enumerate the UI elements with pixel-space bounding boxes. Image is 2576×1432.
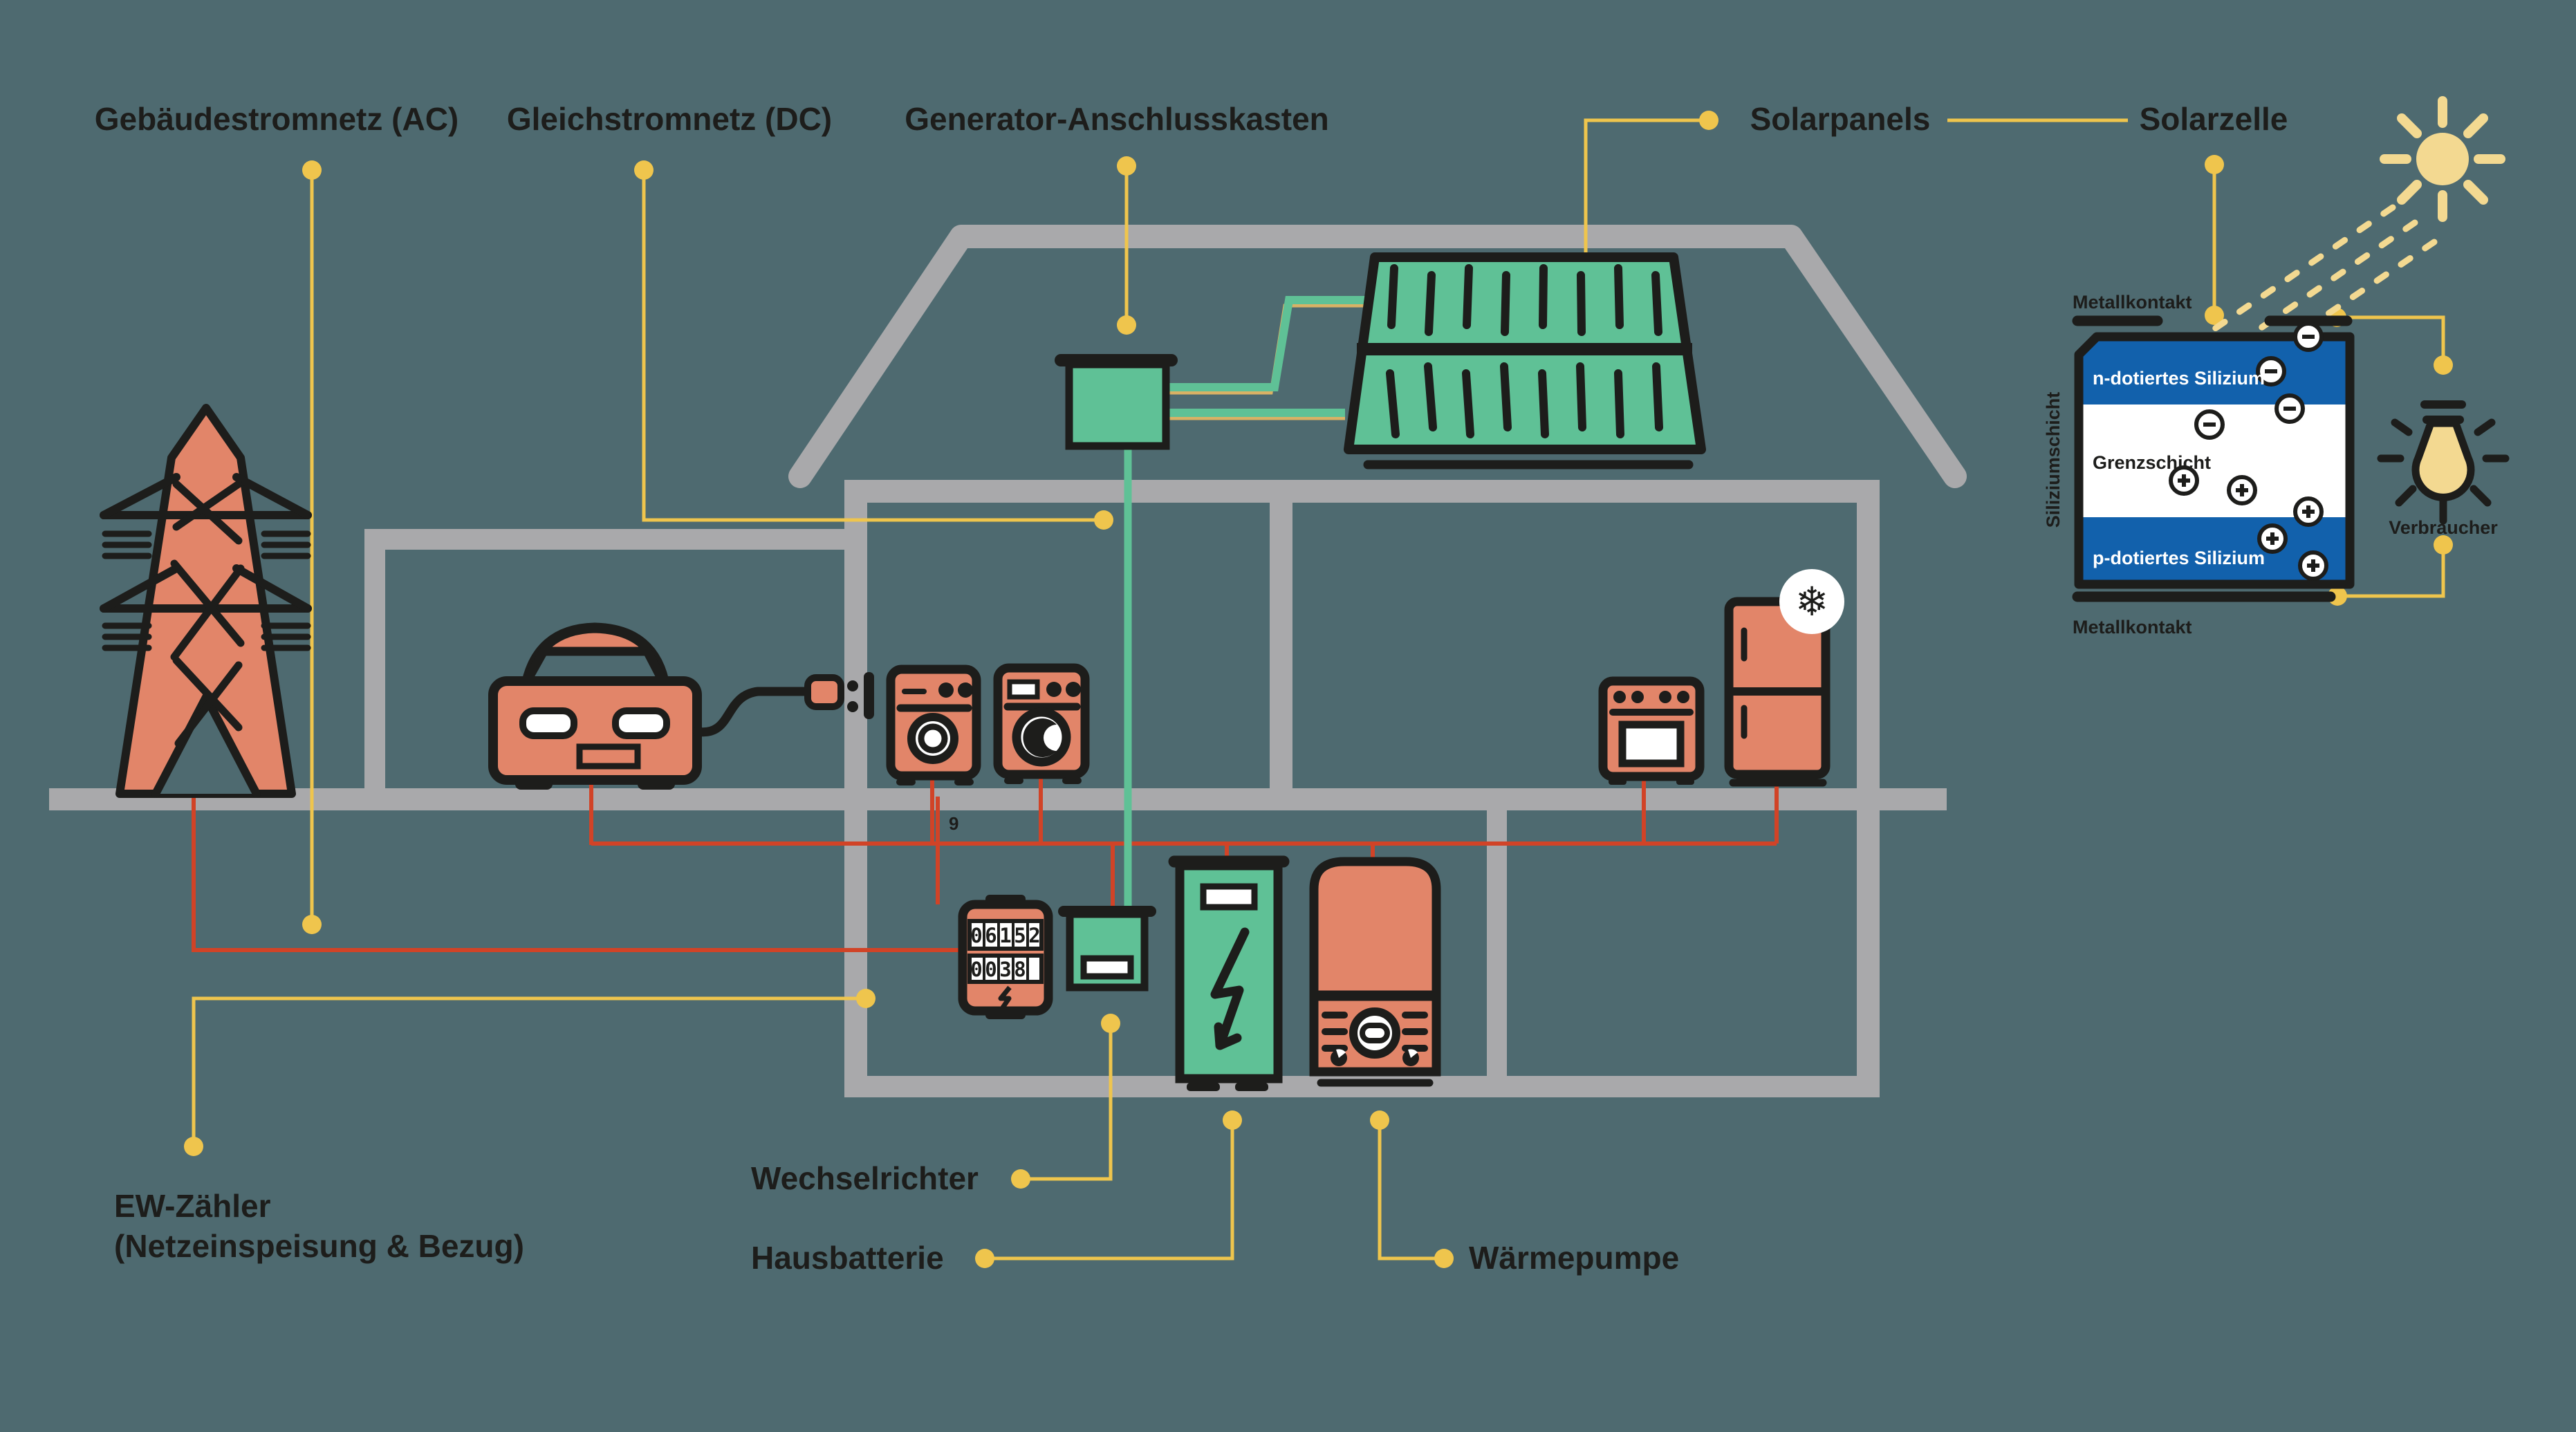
heat-pump-icon bbox=[1309, 857, 1441, 1087]
cell-bottom-circuit-line bbox=[2337, 550, 2445, 598]
charging-cable bbox=[692, 687, 813, 737]
meter-digit: 0 bbox=[985, 958, 997, 981]
snowflake-icon: ❄ bbox=[1795, 579, 1829, 624]
charging-plug-icon bbox=[804, 674, 844, 710]
label-generator-box: Generator-Anschlusskasten bbox=[905, 101, 1329, 137]
silicon-stack-label: Siliziumschicht bbox=[2043, 392, 2064, 528]
yellow-callout-lines bbox=[192, 118, 2445, 1261]
home-battery-icon bbox=[1168, 855, 1290, 1091]
ceiling bbox=[844, 480, 1880, 503]
meter-digit: 3 bbox=[999, 958, 1011, 981]
garage-wall bbox=[364, 529, 385, 788]
positive-charges bbox=[2169, 465, 2328, 581]
interior-wall bbox=[1270, 503, 1292, 788]
oven-window bbox=[1618, 720, 1685, 768]
consumer-label: Verbraucher bbox=[2389, 517, 2498, 538]
metal-contact-top-label: Metallkontakt bbox=[2073, 292, 2192, 313]
label-building-grid-ac: Gebäudestromnetz (AC) bbox=[95, 101, 458, 137]
stray-digit: 9 bbox=[949, 813, 958, 834]
meter-digit: 0 bbox=[970, 958, 982, 981]
minus-charge-icon bbox=[2274, 393, 2305, 424]
basement-right-wall bbox=[1857, 810, 1880, 1076]
inverter-icon bbox=[1058, 906, 1156, 992]
lightning-arrow-icon bbox=[1210, 927, 1250, 1050]
meter-digit: 0 bbox=[970, 924, 982, 947]
roof bbox=[788, 225, 1967, 488]
label-ew-meter-line1: EW-Zähler bbox=[114, 1188, 271, 1224]
green-dc-wires bbox=[1124, 296, 1373, 914]
right-wall bbox=[1857, 480, 1880, 810]
plus-charge-icon bbox=[2227, 475, 2257, 505]
p-layer-label: p-dotiertes Silizium bbox=[2093, 548, 2265, 568]
meter-digit: 2 bbox=[1028, 924, 1040, 947]
battery-label-line bbox=[992, 1127, 1234, 1261]
dc-label-line bbox=[642, 178, 1100, 522]
heatpump-label-line bbox=[1378, 1127, 1437, 1261]
inverter-label-line bbox=[1028, 1030, 1113, 1181]
label-inverter: Wechselrichter bbox=[751, 1160, 979, 1196]
meter-digit: 5 bbox=[1014, 924, 1026, 947]
insulator-ticks bbox=[102, 530, 311, 651]
dryer-icon bbox=[993, 663, 1090, 784]
label-home-battery: Hausbatterie bbox=[751, 1240, 944, 1276]
meter-label-line bbox=[192, 996, 862, 1140]
wall-socket-icon bbox=[864, 672, 874, 719]
solar-panel-icon bbox=[1344, 252, 1706, 469]
meter-digit: 6 bbox=[985, 924, 997, 947]
plus-charge-icon bbox=[2293, 496, 2324, 527]
solar-cell-diagram: Metallkontakt n-dotiertes Silizium Grenz… bbox=[2043, 292, 2510, 638]
label-solar-panels: Solarpanels bbox=[1750, 101, 1931, 137]
junction-label: Grenzschicht bbox=[2093, 452, 2211, 473]
label-heat-pump: Wärmepumpe bbox=[1469, 1240, 1679, 1276]
ground-line bbox=[49, 788, 1947, 810]
cell-top-circuit-line bbox=[2337, 315, 2445, 360]
n-layer-label: n-dotiertes Silizium bbox=[2093, 368, 2265, 389]
plus-charge-icon bbox=[2298, 550, 2328, 581]
basement-partition bbox=[1487, 810, 1507, 1076]
generator-junction-box-icon bbox=[1055, 354, 1178, 450]
pylon-feed-wire bbox=[192, 795, 963, 952]
n-layer-band bbox=[2083, 341, 2346, 405]
wheel-left bbox=[515, 779, 553, 790]
sun-icon bbox=[2380, 96, 2505, 222]
left-wall bbox=[844, 480, 867, 810]
minus-charge-icon bbox=[2256, 356, 2286, 387]
fridge-icon: ❄ bbox=[1724, 569, 1844, 787]
lightning-icon bbox=[998, 985, 1012, 1011]
minus-charge-icon bbox=[2293, 322, 2324, 352]
power-pylon-icon bbox=[100, 404, 312, 798]
minus-charge-icon bbox=[2194, 409, 2225, 440]
electric-car-icon bbox=[488, 622, 874, 790]
wheel-right bbox=[638, 779, 675, 790]
label-solar-cell: Solarzelle bbox=[2140, 101, 2288, 137]
license-plate bbox=[576, 743, 641, 770]
meter-digit: 8 bbox=[1014, 958, 1026, 981]
garage-roof bbox=[364, 529, 844, 550]
snowflake-badge bbox=[1779, 569, 1844, 634]
washing-machine-icon bbox=[886, 664, 981, 785]
dryer-door-crescent bbox=[1023, 718, 1057, 758]
plus-charge-icon bbox=[2257, 523, 2288, 554]
ew-meter-icon: 0 6 1 5 2 0 0 3 8 bbox=[958, 895, 1053, 1019]
consumer-bulb-icon bbox=[2377, 400, 2510, 525]
basement-left-wall bbox=[844, 810, 867, 1076]
headlight-left bbox=[519, 707, 577, 739]
headlight-right bbox=[612, 707, 670, 739]
negative-charges bbox=[2194, 322, 2324, 440]
house-structure bbox=[49, 225, 1967, 1097]
dc-pipe-upper bbox=[1162, 296, 1373, 391]
label-dc-grid: Gleichstromnetz (DC) bbox=[507, 101, 832, 137]
stove-icon bbox=[1598, 676, 1705, 785]
plus-charge-icon bbox=[2169, 465, 2199, 496]
label-ew-meter-line2: (Netzeinspeisung & Bezug) bbox=[114, 1228, 524, 1264]
metal-contact-bottom-label: Metallkontakt bbox=[2073, 617, 2192, 638]
meter-digit: 1 bbox=[999, 924, 1011, 947]
